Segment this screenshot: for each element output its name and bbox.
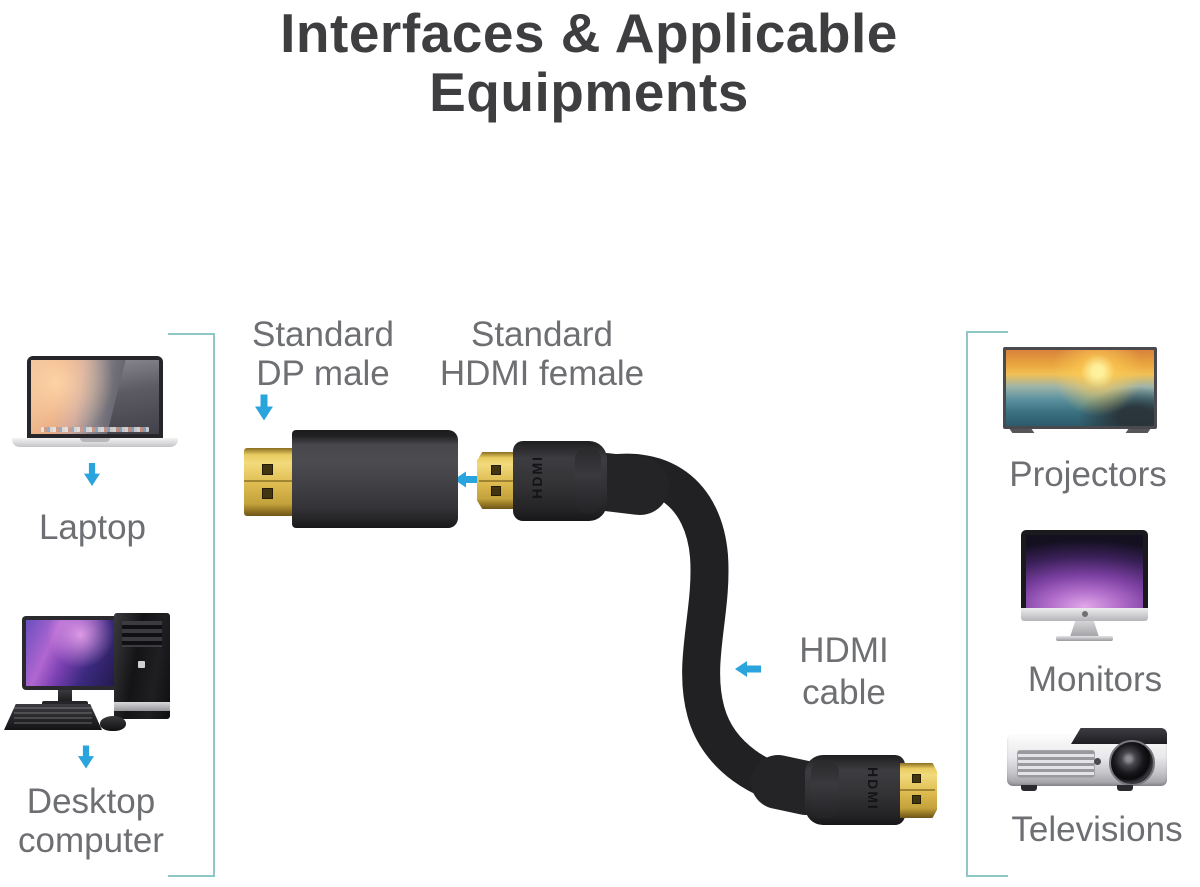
desktop-monitor-stand bbox=[58, 690, 72, 702]
television-leg bbox=[1125, 429, 1151, 433]
hdmi-female-annotation-line1: Standard bbox=[470, 315, 614, 354]
monitors-label: Monitors bbox=[1027, 660, 1163, 699]
desktop-monitor-wallpaper bbox=[26, 620, 114, 686]
page-title: Interfaces & Applicable Equipments bbox=[0, 4, 1178, 122]
projector-foot bbox=[1117, 785, 1133, 791]
television-leg bbox=[1009, 429, 1035, 433]
laptop-icon bbox=[12, 350, 178, 452]
hdmi-connector-pin bbox=[912, 774, 921, 783]
down-arrow-icon bbox=[78, 745, 94, 769]
dp-male-annotation-line2: DP male bbox=[256, 354, 390, 393]
hdmi-connector-pin bbox=[912, 795, 921, 804]
laptop-base bbox=[12, 438, 178, 447]
hdmi-female-annotation-line2: HDMI female bbox=[439, 354, 645, 393]
desktop-computer-icon bbox=[4, 610, 176, 734]
dp-connector-pin bbox=[262, 464, 273, 475]
laptop-label: Laptop bbox=[38, 508, 147, 547]
hdmi-connector-seam bbox=[479, 480, 521, 482]
desktop-computer-label-line1: Desktop bbox=[26, 782, 156, 821]
monitor-stand bbox=[1070, 621, 1099, 637]
desktop-keyboard bbox=[4, 704, 102, 730]
desktop-computer-label-line2: computer bbox=[18, 821, 164, 860]
hdmi-connector-ridge bbox=[811, 762, 839, 818]
desktop-tower-silver-band bbox=[114, 702, 170, 711]
dp-hdmi-adapter-body bbox=[292, 430, 458, 528]
laptop-dock bbox=[41, 427, 149, 432]
desktop-monitor bbox=[22, 616, 118, 690]
desktop-tower bbox=[114, 613, 170, 719]
dp-male-connector-icon bbox=[244, 448, 296, 516]
left-bracket-line bbox=[168, 333, 215, 877]
hdmi-male-connector-tip bbox=[900, 763, 937, 818]
left-arrow-icon bbox=[454, 471, 480, 488]
monitor-logo-dot bbox=[1082, 611, 1088, 617]
desktop-monitor-stand-base bbox=[42, 701, 88, 706]
right-bracket-line bbox=[966, 331, 1008, 877]
laptop-wallpaper bbox=[31, 360, 159, 434]
desktop-tower-drive-bays bbox=[122, 621, 162, 647]
down-arrow-icon bbox=[84, 463, 100, 486]
hdmi-connector-body: HDMI bbox=[513, 441, 607, 521]
laptop-screen bbox=[27, 356, 163, 438]
left-arrow-icon bbox=[735, 661, 761, 677]
page-title-line1: Interfaces & Applicable bbox=[280, 2, 898, 64]
monitor-wallpaper bbox=[1026, 535, 1143, 608]
projectors-label: Projectors bbox=[1009, 455, 1167, 494]
laptop-base-notch bbox=[80, 438, 110, 442]
hdmi-connector-text: HDMI bbox=[865, 767, 881, 811]
hdmi-connector-pin bbox=[491, 486, 501, 496]
hdmi-cable-annotation-line1: HDMI bbox=[799, 631, 889, 670]
hdmi-female-annotation: Standard HDMI female bbox=[436, 315, 648, 393]
page-title-line2: Equipments bbox=[429, 61, 749, 123]
desktop-mouse bbox=[100, 716, 126, 731]
monitor-screen bbox=[1021, 530, 1148, 608]
hdmi-connector-text: HDMI bbox=[529, 455, 545, 499]
monitor-base bbox=[1056, 636, 1113, 641]
desktop-tower-power-button bbox=[138, 661, 145, 668]
hdmi-connector-pin bbox=[491, 465, 501, 475]
projector-button bbox=[1094, 758, 1101, 765]
cable-strain-relief-bottom bbox=[751, 755, 833, 815]
projector-icon bbox=[1007, 728, 1167, 794]
hdmi-cable-annotation-line2: cable bbox=[802, 673, 886, 712]
projector-vent-grille bbox=[1017, 750, 1095, 778]
dp-male-annotation: Standard DP male bbox=[228, 315, 418, 393]
dp-connector-seam bbox=[244, 480, 296, 482]
hdmi-connector-ridge bbox=[575, 449, 601, 513]
down-arrow-icon bbox=[255, 394, 273, 421]
projector-top-panel bbox=[1071, 728, 1167, 744]
hdmi-connector-body: HDMI bbox=[805, 755, 905, 825]
imac-monitor-icon bbox=[1021, 530, 1148, 642]
cable-strain-relief-top bbox=[577, 453, 669, 515]
dp-male-annotation-line1: Standard bbox=[251, 315, 395, 354]
projector-lens bbox=[1109, 740, 1155, 786]
dp-connector-pin bbox=[262, 488, 273, 499]
television-screen bbox=[1003, 347, 1157, 429]
hdmi-connector-seam bbox=[900, 789, 935, 791]
desktop-keyboard-keys bbox=[13, 707, 93, 725]
hdmi-cable-wire bbox=[571, 453, 831, 809]
television-icon bbox=[1003, 347, 1157, 440]
televisions-label: Televisions bbox=[1011, 810, 1183, 849]
hdmi-cable-annotation: HDMI cable bbox=[761, 630, 927, 714]
projector-foot bbox=[1021, 785, 1037, 791]
desktop-computer-label: Desktop computer bbox=[0, 782, 182, 860]
